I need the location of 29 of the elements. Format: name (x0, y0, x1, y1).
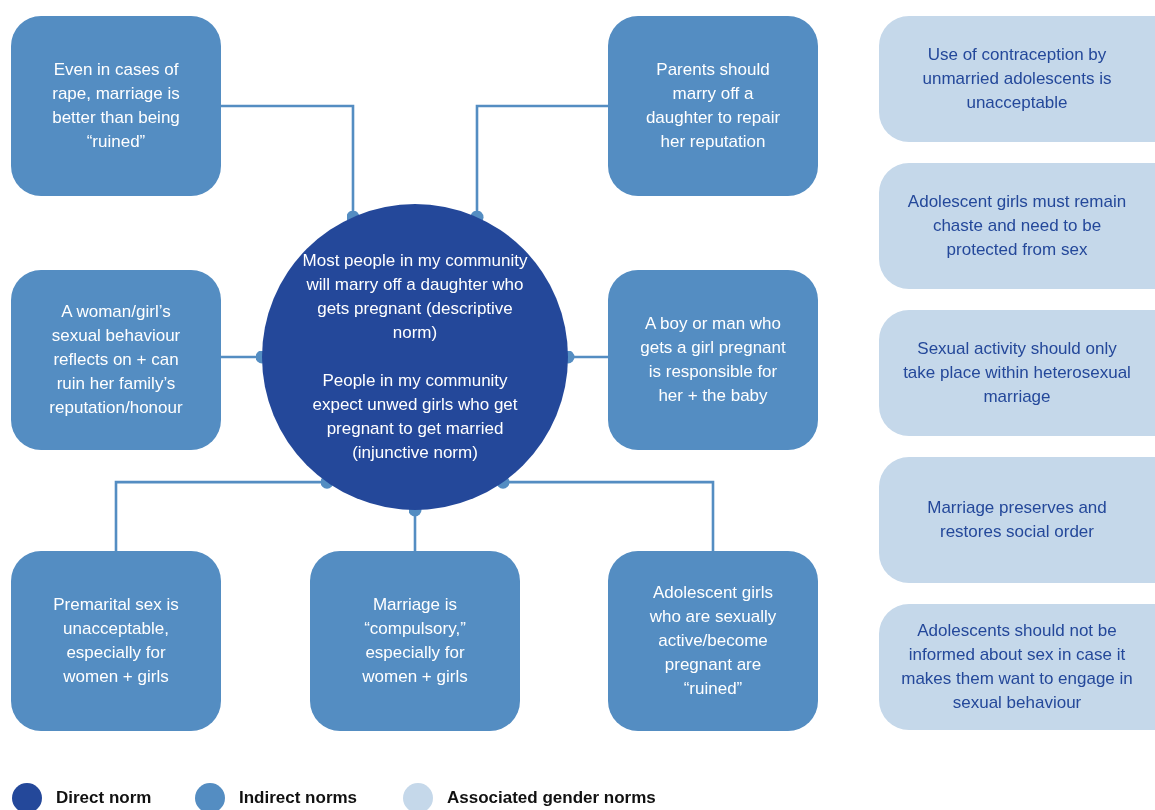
gender-norm-box (879, 16, 1155, 142)
norm-text: Most people in my community will marry off a daughter who gets pregnant (descriptive norm) (301, 250, 529, 344)
gender-norm-box (879, 310, 1155, 436)
norm-text: Even in cases of rape, marriage is better than being “ruined” (51, 59, 181, 153)
norm-text: Marriage preserves and restores social order (926, 497, 1108, 543)
norm-text: A woman/girl’s sexual behaviour reflects on + can ruin her family’s reputation/honour (48, 301, 184, 419)
indirect-norm-box (608, 270, 818, 450)
norm-text: People in my community expect unwed girls who get pregnant to get married (injunctive norm) (311, 370, 519, 464)
norm-text: Adolescent girls who are sexually active/become pregnant are “ruined” (648, 582, 778, 700)
norm-text: Sexual activity should only take place within heterosexual marriage (902, 338, 1132, 408)
norm-text: Marriage is “compulsory,” especially for women + girls (361, 594, 469, 688)
norm-text: Use of contraception by unmarried adolescents is unacceptable (921, 44, 1113, 114)
gender-norm-box (879, 163, 1155, 289)
norm-text: Adolescent girls must remain chaste and need to be protected from sex (906, 191, 1128, 261)
legend-label: Indirect norms (239, 788, 358, 808)
gender-norm-box (879, 604, 1155, 730)
legend-label: Associated gender norms (447, 788, 656, 808)
norm-text: Parents should marry off a daughter to repair her reputation (644, 59, 782, 153)
indirect-norm-box (11, 16, 221, 196)
indirect-norm-box (608, 551, 818, 731)
indirect-norm-box (11, 270, 221, 450)
legend-label: Direct norm (56, 788, 152, 808)
indirect-norm-box (608, 16, 818, 196)
gender-norm-box (879, 457, 1155, 583)
indirect-norm-box (310, 551, 520, 731)
norm-text: Premarital sex is unacceptable, especially for women + girls (52, 594, 180, 688)
indirect-norm-box (11, 551, 221, 731)
norm-text: Adolescents should not be informed about sex in case it makes them want to engage in sexual behaviour (900, 620, 1134, 714)
norm-text: A boy or man who gets a girl pregnant is responsible for her + the baby (639, 313, 787, 407)
